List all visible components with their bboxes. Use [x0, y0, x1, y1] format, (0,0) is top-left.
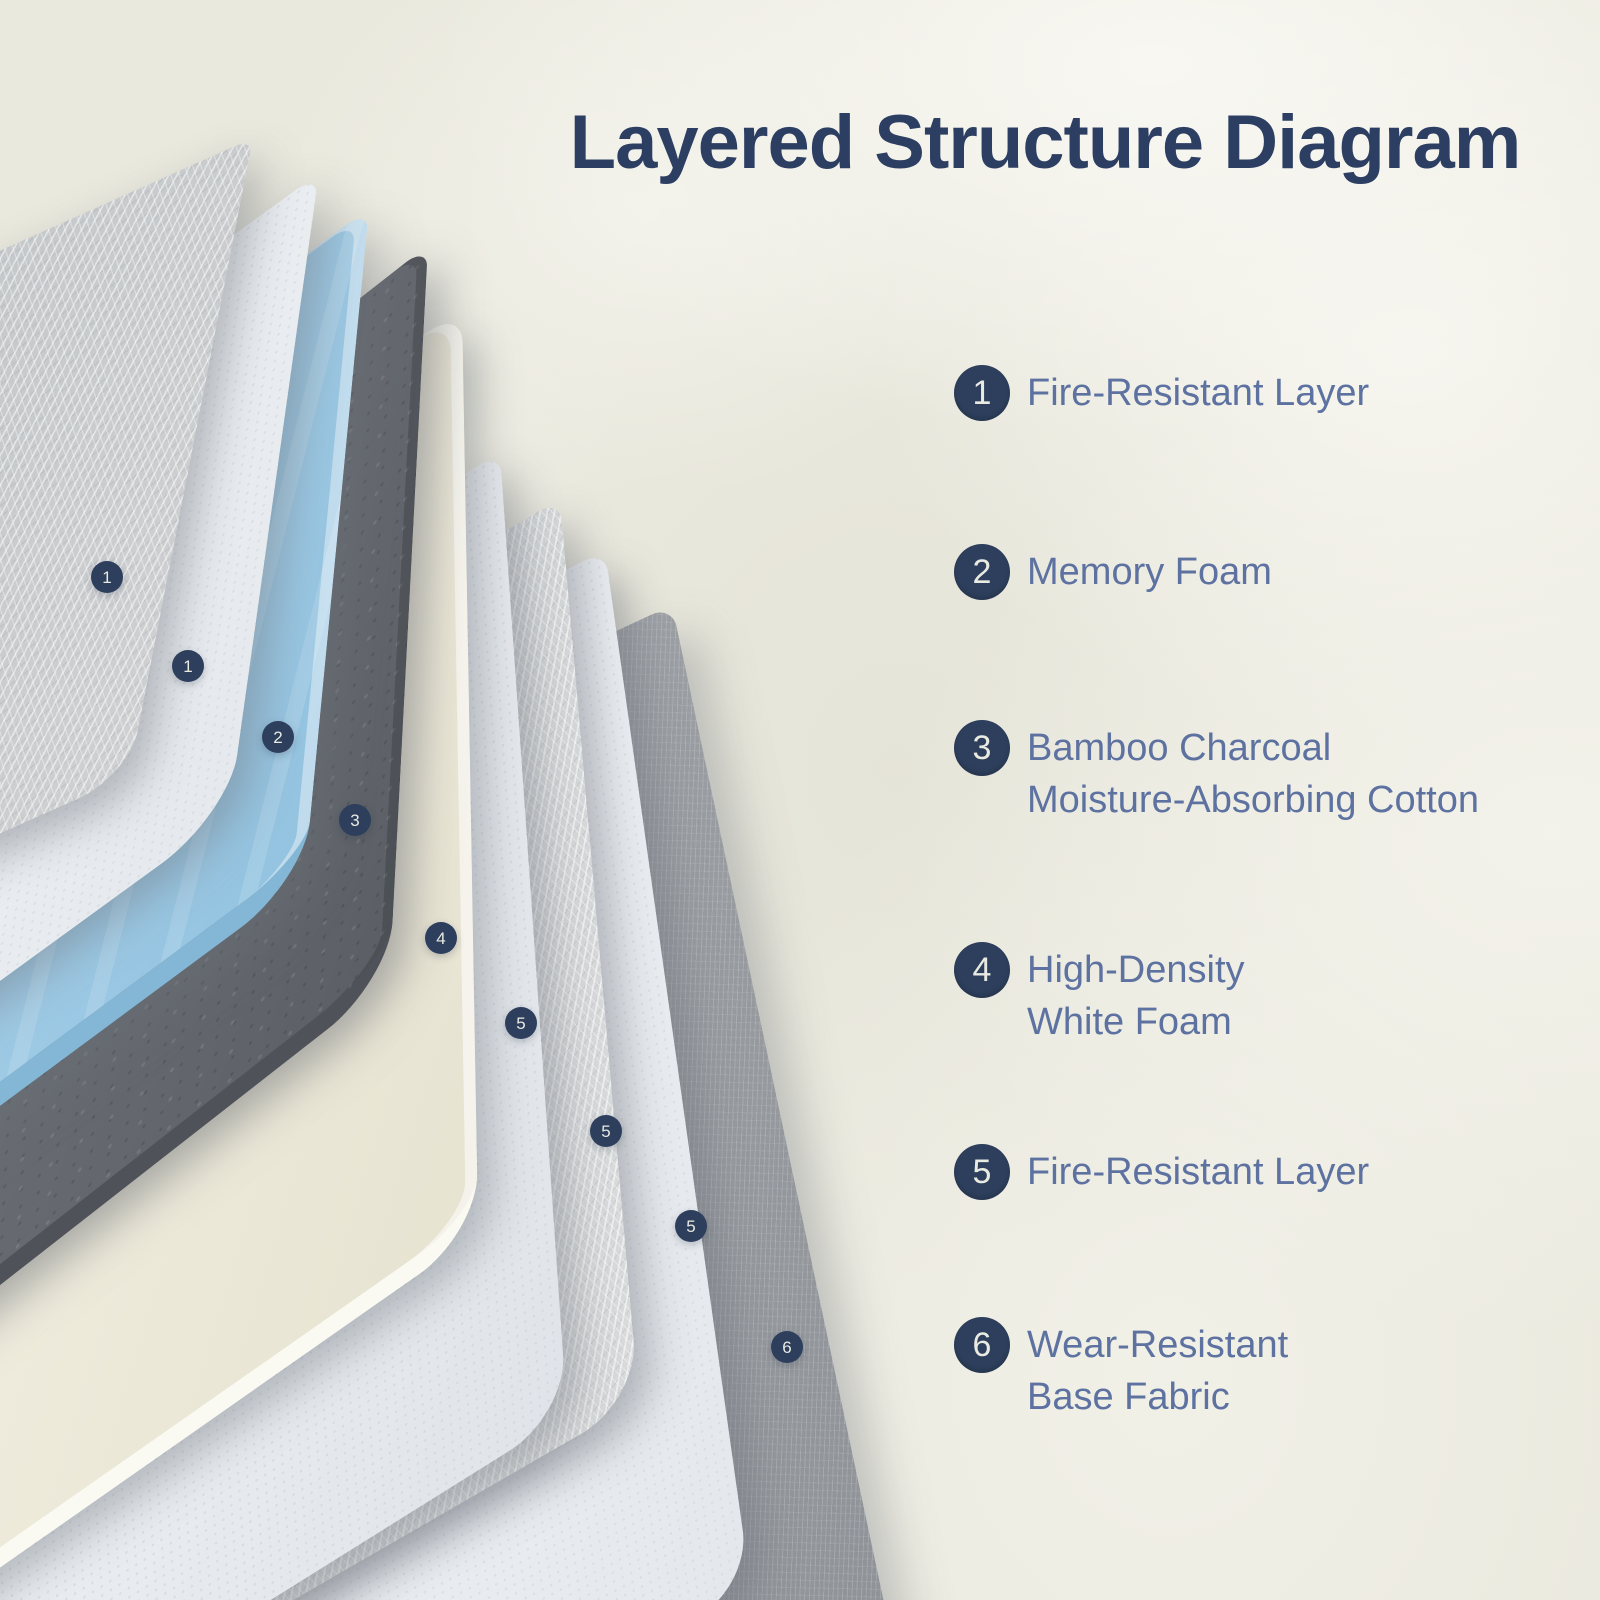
legend-item-wear-resistant-base-fabric: 6 Wear-Resistant Base Fabric	[954, 1317, 1288, 1424]
legend-label-5: Fire-Resistant Layer	[1027, 1144, 1369, 1198]
legend-label-3-line1: Bamboo Charcoal	[1027, 727, 1332, 769]
page-title: Layered Structure Diagram	[569, 99, 1522, 185]
stack-badge-1a: 1	[91, 561, 123, 593]
legend-number-badge-1: 1	[954, 365, 1010, 421]
legend-label-1-line1: Fire-Resistant Layer	[1027, 372, 1370, 414]
legend-number-badge-3: 3	[954, 720, 1010, 776]
stack-badge-5c: 5	[675, 1210, 707, 1242]
legend-number-badge-5: 5	[954, 1144, 1010, 1200]
legend-label-2-line1: Memory Foam	[1027, 551, 1272, 593]
stack-badge-4: 4	[425, 922, 457, 954]
stack-badge-5b: 5	[590, 1115, 622, 1147]
legend-item-memory-foam: 2 Memory Foam	[954, 544, 1272, 600]
stack-badge-2: 2	[262, 721, 294, 753]
legend-label-3: Bamboo Charcoal Moisture-Absorbing Cotto…	[1027, 720, 1479, 827]
stack-badge-1b: 1	[172, 650, 204, 682]
legend-label-4: High-Density White Foam	[1027, 942, 1245, 1049]
legend-number-badge-6: 6	[954, 1317, 1010, 1373]
stack-badge-3: 3	[339, 804, 371, 836]
legend-label-6-line2: Base Fabric	[1027, 1376, 1230, 1419]
legend-item-bamboo-charcoal-cotton: 3 Bamboo Charcoal Moisture-Absorbing Cot…	[954, 720, 1479, 827]
legend-item-high-density-white-foam: 4 High-Density White Foam	[954, 942, 1245, 1049]
legend-label-5-line1: Fire-Resistant Layer	[1027, 1151, 1370, 1193]
legend-item-fire-resistant-layer-1: 1 Fire-Resistant Layer	[954, 365, 1369, 421]
legend-label-6-line1: Wear-Resistant	[1027, 1324, 1289, 1366]
legend-item-fire-resistant-layer-5: 5 Fire-Resistant Layer	[954, 1144, 1369, 1200]
legend-label-1: Fire-Resistant Layer	[1027, 365, 1369, 419]
legend-label-4-line1: High-Density	[1027, 949, 1245, 991]
legend-label-3-line2: Moisture-Absorbing Cotton	[1027, 779, 1479, 822]
stack-badge-6: 6	[771, 1331, 803, 1363]
legend-number-badge-4: 4	[954, 942, 1010, 998]
legend-label-6: Wear-Resistant Base Fabric	[1027, 1317, 1288, 1424]
stack-badge-5a: 5	[505, 1007, 537, 1039]
legend-label-4-line2: White Foam	[1027, 1001, 1232, 1044]
legend-number-badge-2: 2	[954, 544, 1010, 600]
legend-label-2: Memory Foam	[1027, 544, 1272, 598]
